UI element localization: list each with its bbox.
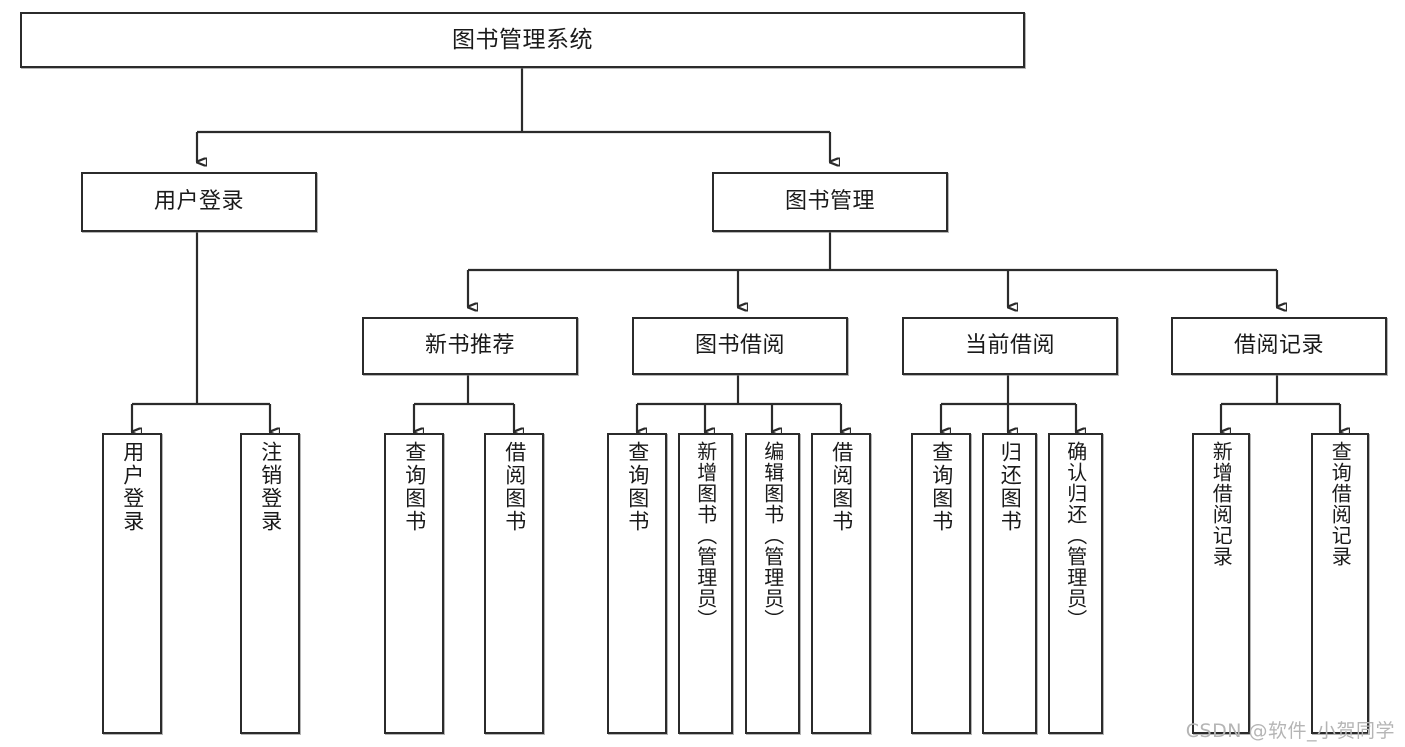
node-label: 归还图书	[998, 441, 1023, 533]
node-label: 借阅记录	[1233, 333, 1324, 359]
node-leaf-record-query[interactable]: 查询借阅记录	[1311, 433, 1369, 734]
csdn-watermark: CSDN @软件_小贺同学	[1185, 720, 1395, 742]
node-book-borrow[interactable]: 图书借阅	[632, 317, 848, 375]
node-label: 新书推荐	[424, 333, 515, 359]
node-label: 查询图书	[625, 441, 650, 533]
node-leaf-record-add[interactable]: 新增借阅记录	[1192, 433, 1250, 734]
node-label: 确认归还（管理员）	[1063, 441, 1088, 630]
node-label: 当前借阅	[964, 333, 1055, 359]
node-label: 图书管理系统	[452, 26, 593, 53]
node-leaf-current-confirm-admin[interactable]: 确认归还（管理员）	[1048, 433, 1103, 734]
node-label: 借阅图书	[829, 441, 854, 533]
node-label: 图书管理	[784, 189, 875, 215]
node-label: 编辑图书（管理员）	[760, 441, 785, 630]
node-label: 用户登录	[120, 441, 145, 533]
node-borrow-record[interactable]: 借阅记录	[1171, 317, 1387, 375]
node-leaf-current-return[interactable]: 归还图书	[982, 433, 1037, 734]
node-label: 查询图书	[402, 441, 427, 533]
node-new-book-recommend[interactable]: 新书推荐	[362, 317, 578, 375]
node-leaf-borrow-borrow[interactable]: 借阅图书	[811, 433, 871, 734]
node-label: 新增借阅记录	[1209, 441, 1234, 567]
node-label: 新增图书（管理员）	[693, 441, 718, 630]
node-label: 查询图书	[929, 441, 954, 533]
node-current-borrow[interactable]: 当前借阅	[902, 317, 1118, 375]
node-user-login[interactable]: 用户登录	[81, 172, 317, 232]
node-root-system[interactable]: 图书管理系统	[20, 12, 1025, 68]
node-leaf-borrow-add-admin[interactable]: 新增图书（管理员）	[678, 433, 733, 734]
node-leaf-newbook-query[interactable]: 查询图书	[384, 433, 444, 734]
node-label: 注销登录	[258, 441, 283, 533]
node-leaf-borrow-edit-admin[interactable]: 编辑图书（管理员）	[745, 433, 800, 734]
node-label: 图书借阅	[694, 333, 785, 359]
node-leaf-user-logout[interactable]: 注销登录	[240, 433, 300, 734]
node-label: 用户登录	[153, 189, 244, 215]
node-label: 查询借阅记录	[1328, 441, 1353, 567]
node-label: 借阅图书	[502, 441, 527, 533]
node-leaf-borrow-query[interactable]: 查询图书	[607, 433, 667, 734]
node-leaf-current-query[interactable]: 查询图书	[911, 433, 971, 734]
node-book-management[interactable]: 图书管理	[712, 172, 948, 232]
node-leaf-user-login[interactable]: 用户登录	[102, 433, 162, 734]
node-leaf-newbook-borrow[interactable]: 借阅图书	[484, 433, 544, 734]
